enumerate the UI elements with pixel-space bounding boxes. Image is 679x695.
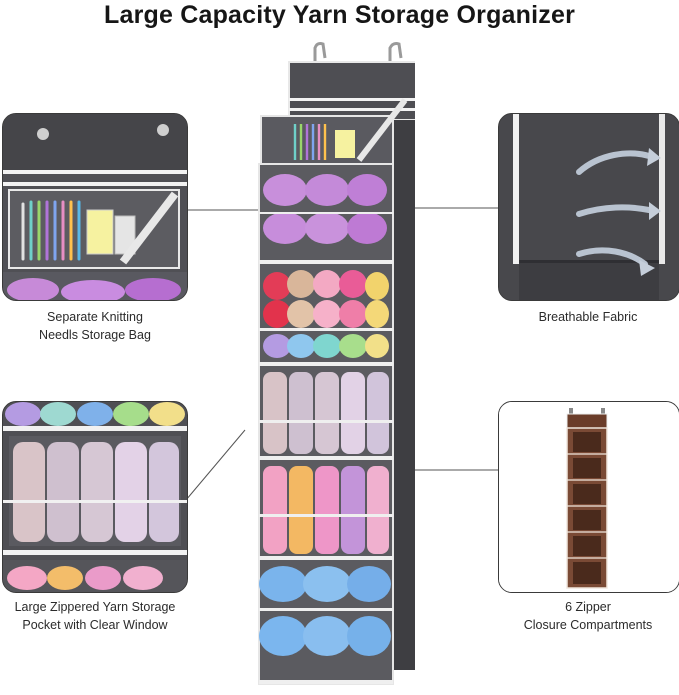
needle-bag-illustration xyxy=(3,114,187,300)
page-title: Large Capacity Yarn Storage Organizer xyxy=(104,1,575,29)
yarn-organizer-product xyxy=(255,40,418,690)
needle-bag-caption-line2: Needls Storage Bag xyxy=(39,328,151,342)
brown-organizer-illustration xyxy=(499,402,679,592)
yarn-pocket-caption: Large Zippered Yarn Storage Pocket with … xyxy=(0,598,190,634)
zipper-compartments-detail-panel xyxy=(498,401,679,593)
yarn-pocket-caption-line2: Pocket with Clear Window xyxy=(22,618,168,632)
zipper-compartments-caption-line1: 6 Zipper xyxy=(565,600,611,614)
yarn-pocket-caption-line1: Large Zippered Yarn Storage xyxy=(14,600,176,614)
breathable-fabric-detail-panel xyxy=(498,113,679,301)
yarn-pocket-detail-panel xyxy=(2,401,188,593)
needle-bag-detail-panel xyxy=(2,113,188,301)
fabric-illustration xyxy=(499,114,679,300)
organizer-illustration xyxy=(258,42,418,685)
yarn-pocket-illustration xyxy=(3,402,187,592)
breathable-fabric-caption: Breathable Fabric xyxy=(498,308,678,326)
zipper-compartments-caption-line2: Closure Compartments xyxy=(523,618,653,632)
needle-bag-caption-line1: Separate Knitting xyxy=(47,310,143,324)
zipper-compartments-caption: 6 Zipper Closure Compartments xyxy=(498,598,678,634)
breathable-fabric-caption-line1: Breathable Fabric xyxy=(538,310,638,324)
needle-bag-caption: Separate Knitting Needls Storage Bag xyxy=(0,308,190,344)
